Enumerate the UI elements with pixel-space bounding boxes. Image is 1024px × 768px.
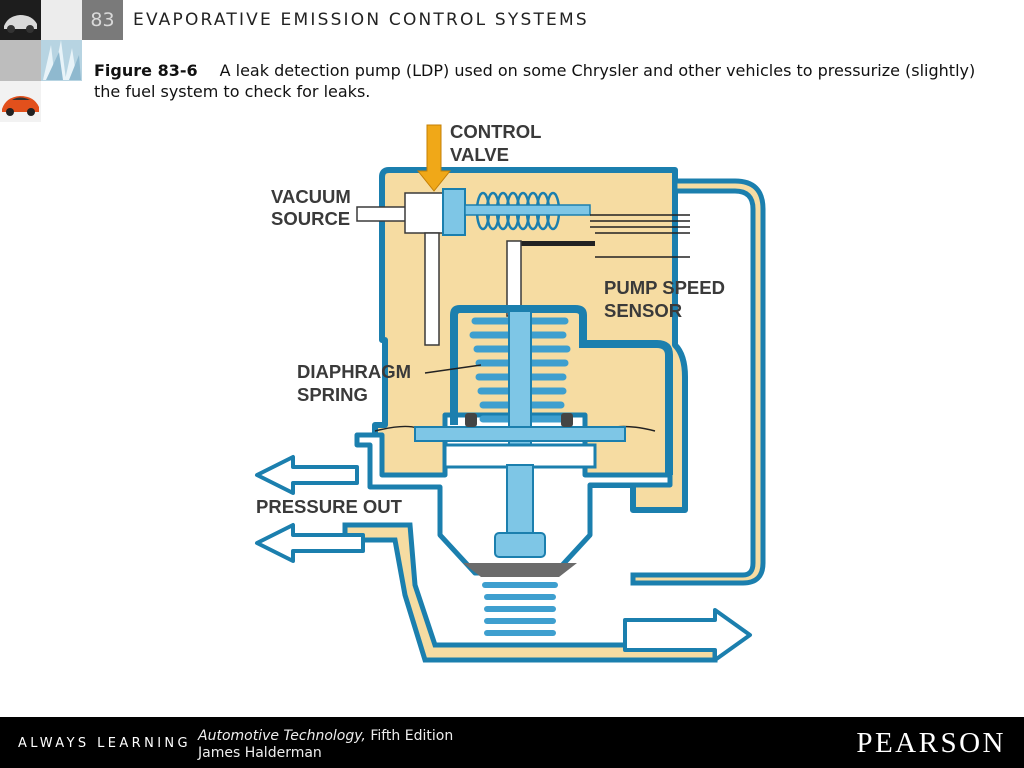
book-author: James Halderman: [198, 745, 322, 761]
spring-chamber: [450, 305, 673, 475]
check-valve-body: [494, 532, 546, 558]
label-pump-speed-sensor-line2: SENSOR: [604, 300, 682, 321]
publisher-logo: PEARSON: [856, 727, 1006, 759]
diaphragm-cup: [443, 443, 597, 469]
electrical-leads: [590, 214, 690, 228]
pressure-out-arrow-upper: [255, 455, 359, 495]
crystal-thumbnail: [41, 40, 82, 81]
label-diaphragm-spring-line2: SPRING: [297, 384, 368, 405]
sensor-rod: [506, 240, 522, 317]
control-valve-plunger: [442, 188, 466, 236]
label-pressure-out: PRESSURE OUT: [256, 496, 403, 517]
diaphragm-spring-leader: [424, 364, 482, 374]
footer-bar: ALWAYS LEARNING Automotive Technology, F…: [0, 717, 1024, 768]
return-passage: [630, 178, 766, 586]
header-thumbnails: [0, 0, 82, 122]
pressure-out-arrow-lower: [255, 523, 365, 563]
red-car-thumbnail: [0, 81, 41, 122]
gray-thumbnail: [0, 40, 41, 81]
book-info: Automotive Technology, Fifth Edition Jam…: [198, 728, 453, 762]
vacuum-tube: [424, 232, 440, 346]
leak-detection-pump-diagram: CONTROL VALVE VACUUM SOURCE PUMP SPEED S…: [255, 121, 766, 663]
right-output-arrow: [623, 608, 752, 662]
label-control-valve-line1: CONTROL: [450, 121, 541, 142]
chapter-number: 83: [82, 0, 123, 40]
book-title: Automotive Technology,: [198, 728, 366, 744]
chapter-title: EVAPORATIVE EMISSION CONTROL SYSTEMS: [133, 10, 589, 30]
figure-label: Figure 83-6: [94, 61, 198, 80]
footer-tagline: ALWAYS LEARNING: [18, 736, 192, 751]
vacuum-valve-body: [404, 192, 446, 234]
car-thumbnail-top: [0, 0, 41, 40]
diaphragm-plate: [414, 426, 626, 442]
sensor-reed-switch: [520, 241, 595, 246]
book-edition: Fifth Edition: [370, 728, 454, 744]
light-thumbnail: [41, 0, 82, 40]
white-thumbnail: [41, 81, 82, 122]
diaphragm-bolts: [465, 413, 573, 427]
figure-caption-text: A leak detection pump (LDP) used on some…: [94, 61, 976, 101]
solenoid-core: [464, 204, 591, 216]
label-control-valve-line2: VALVE: [450, 144, 509, 165]
label-pump-speed-sensor-line1: PUMP SPEED: [604, 277, 725, 298]
check-valve-stem: [506, 464, 534, 536]
label-vacuum-source-line2: SOURCE: [271, 208, 350, 229]
control-valve-arrow: [416, 124, 452, 192]
check-valve-seat: [463, 563, 577, 577]
label-vacuum-source-line1: VACUUM: [271, 186, 351, 207]
check-valve-spring: [482, 582, 558, 636]
label-diaphragm-spring-line1: DIAPHRAGM: [297, 361, 411, 382]
